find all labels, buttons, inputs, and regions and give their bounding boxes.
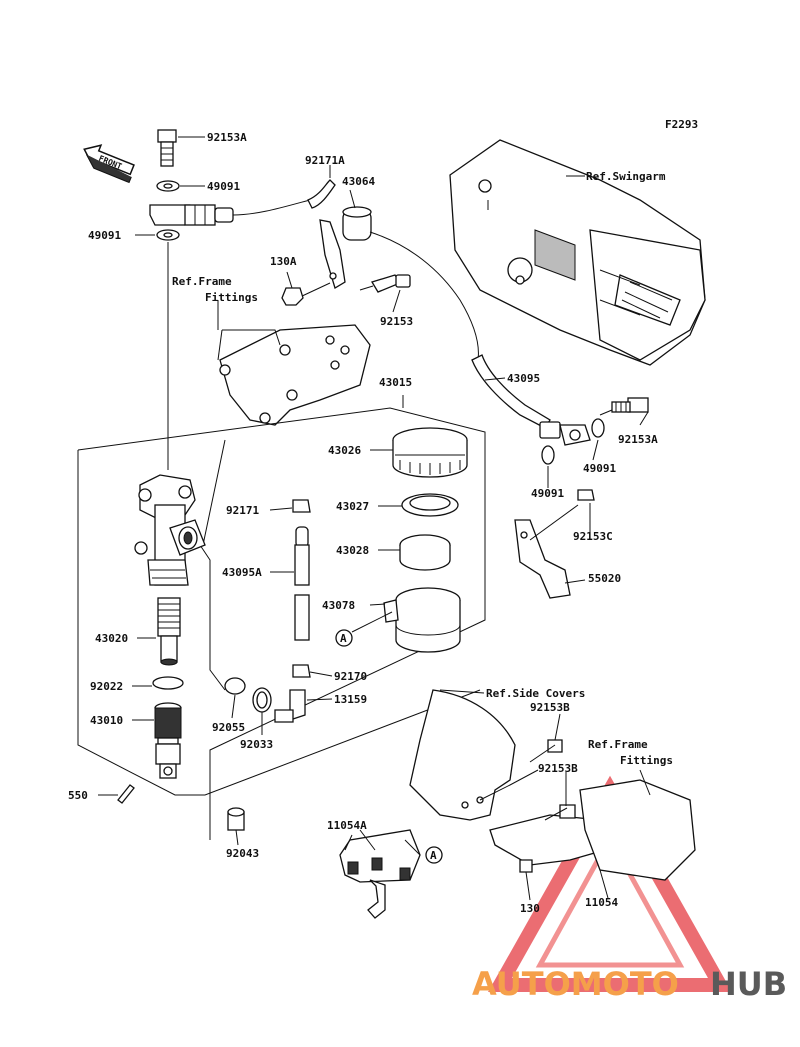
pin-92043: [227, 807, 245, 831]
label-49091: 49091: [531, 487, 564, 500]
label-92153: 92153: [380, 315, 413, 328]
label-92153C: 92153C: [573, 530, 613, 543]
swingarm-illustration: [449, 139, 706, 366]
side-cover: [409, 689, 516, 821]
watermark-text-hub: HUB: [710, 965, 787, 1003]
banjo-bolt-assembly: [149, 129, 234, 470]
master-cylinder: [134, 474, 206, 586]
label-43027: 43027: [336, 500, 369, 513]
label-92171A: 92171A: [305, 154, 345, 167]
svg-text:A: A: [430, 849, 437, 862]
frame-fittings-bracket: [219, 324, 371, 426]
label-11054: 11054: [585, 896, 618, 909]
reservoir-cap-43026: [392, 427, 468, 478]
label-43015: 43015: [379, 376, 412, 389]
label-43020: 43020: [95, 632, 128, 645]
label-11054A: 11054A: [327, 819, 367, 832]
reservoir-body-43078: [383, 587, 461, 653]
label-92153A: 92153A: [207, 131, 247, 144]
bracket-11054A: [339, 829, 421, 919]
upper-hose-assembly: [232, 179, 479, 361]
label-ref-frame-2: Ref.Frame: [588, 738, 648, 751]
watermark-logo: [488, 775, 732, 992]
label-49091: 49091: [583, 462, 616, 475]
label-fittings: Fittings: [205, 291, 258, 304]
label-92033: 92033: [240, 738, 273, 751]
label-43095: 43095: [507, 372, 540, 385]
oring-92055: [224, 677, 246, 695]
label-43095A: 43095A: [222, 566, 262, 579]
piston-43010: [154, 702, 182, 779]
pushrod-43020: [157, 597, 181, 666]
label-92170: 92170: [334, 670, 367, 683]
figure-code: F2293: [665, 118, 698, 131]
label-92171: 92171: [226, 504, 259, 517]
circle-ref-a-1: A: [335, 611, 393, 647]
label-ref-swingarm: Ref.Swingarm: [586, 170, 666, 183]
label-43078: 43078: [322, 599, 355, 612]
circlip-92022: [152, 676, 184, 690]
diaphragm-43028: [399, 534, 451, 571]
label-43028: 43028: [336, 544, 369, 557]
label-43026: 43026: [328, 444, 361, 457]
label-49091: 49091: [88, 229, 121, 242]
svg-text:A: A: [340, 632, 347, 645]
label-49091: 49091: [207, 180, 240, 193]
label-550: 550: [68, 789, 88, 802]
bracket-55020: [514, 489, 595, 599]
circle-ref-a-2: A: [404, 839, 443, 864]
assembly-boundary-lines: [77, 329, 486, 840]
label-92153A: 92153A: [618, 433, 658, 446]
label-ref-frame: Ref.Frame: [172, 275, 232, 288]
reservoir-hose-43095: [471, 354, 649, 465]
leader-lines: [132, 136, 651, 901]
label-92055: 92055: [212, 721, 245, 734]
snapring-92033: [252, 687, 272, 713]
label-43010: 43010: [90, 714, 123, 727]
label-fittings-2: Fittings: [620, 754, 673, 767]
cotter-pin-550: [117, 784, 135, 804]
diaphragm-plate-43027: [401, 493, 459, 517]
bracket-11054: [489, 739, 696, 881]
label-130A: 130A: [270, 255, 297, 268]
watermark-text-automoto: AUTOMOTO: [472, 965, 679, 1003]
label-130: 130: [520, 902, 540, 915]
label-ref-side-covers: Ref.Side Covers: [486, 687, 585, 700]
label-43064: 43064: [342, 175, 375, 188]
front-arrow-icon: FRONT: [83, 144, 135, 184]
label-92153B: 92153B: [538, 762, 578, 775]
label-92043: 92043: [226, 847, 259, 860]
reservoir-hose-parts: [274, 499, 311, 723]
label-92022: 92022: [90, 680, 123, 693]
label-92153B: 92153B: [530, 701, 570, 714]
label-55020: 55020: [588, 572, 621, 585]
label-13159: 13159: [334, 693, 367, 706]
